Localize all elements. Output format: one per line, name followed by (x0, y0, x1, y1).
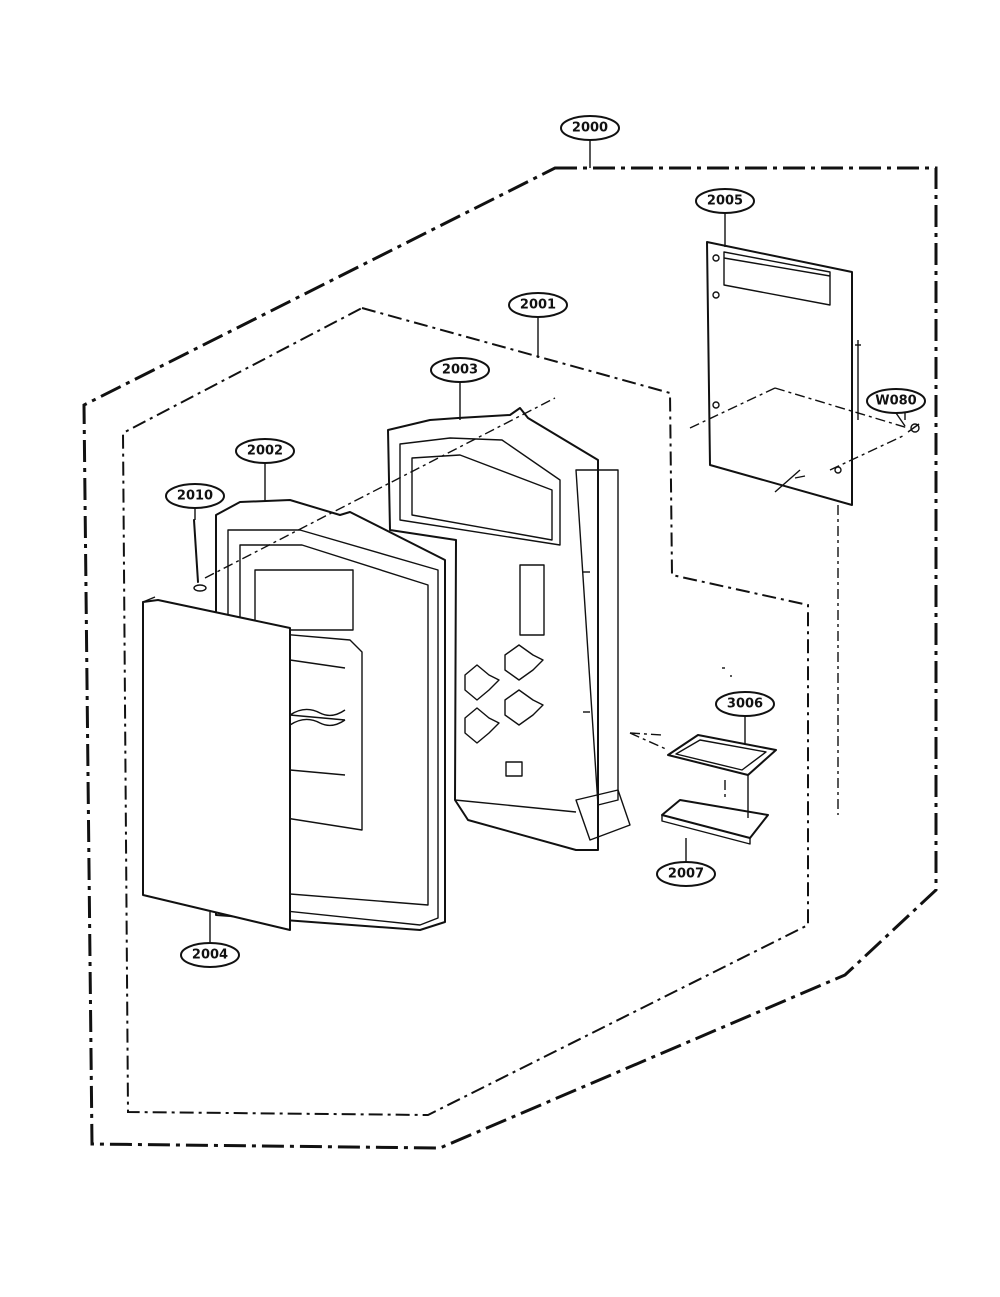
assembly-boundary-outer (82, 166, 938, 1150)
callout-2000: 2000 (560, 115, 620, 141)
pcb-board-part (689, 241, 909, 506)
callout-w080-label: W080 (875, 394, 916, 409)
leader-lines (204, 397, 839, 815)
callout-2010: 2010 (165, 483, 225, 509)
callout-2002: 2002 (235, 438, 295, 464)
callout-3006-label: 3006 (727, 697, 763, 712)
callout-2007-label: 2007 (668, 867, 704, 882)
callout-leaders (194, 140, 906, 943)
callout-2003-label: 2003 (442, 363, 478, 378)
assembly-boundary-inner (121, 306, 809, 1117)
control-frame-part (387, 407, 631, 851)
screw-2010-part (193, 519, 207, 592)
callout-3006: 3006 (715, 691, 775, 717)
part-3006 (667, 667, 777, 776)
callout-2010-label: 2010 (177, 489, 213, 504)
callout-2004-label: 2004 (192, 948, 228, 963)
callout-w080: W080 (866, 388, 926, 414)
callout-2004: 2004 (180, 942, 240, 968)
callout-2005-label: 2005 (707, 194, 743, 209)
callout-2000-label: 2000 (572, 121, 608, 136)
callout-2003: 2003 (430, 357, 490, 383)
callout-2005: 2005 (695, 188, 755, 214)
part-2007 (661, 799, 769, 845)
callout-2007: 2007 (656, 861, 716, 887)
callout-2002-label: 2002 (247, 444, 283, 459)
screw-w080-part (904, 410, 920, 433)
callout-2001-label: 2001 (520, 298, 556, 313)
callout-2001: 2001 (508, 292, 568, 318)
front-cover-part (142, 596, 291, 931)
